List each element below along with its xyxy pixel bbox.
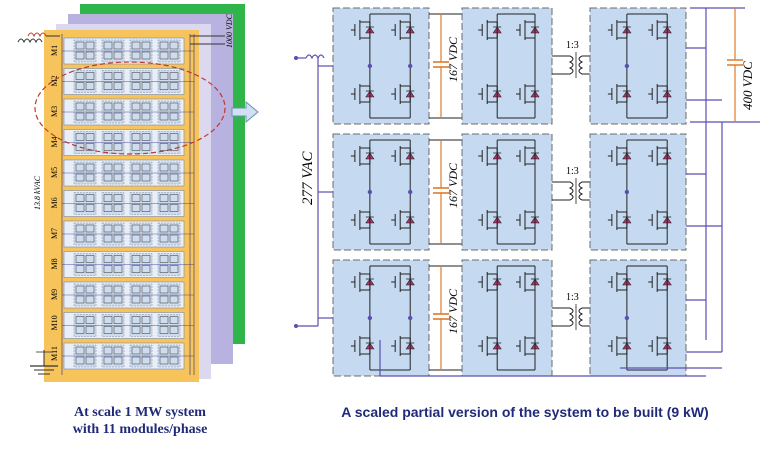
rectifier-bridge (332, 259, 430, 377)
module-label: M3 (50, 106, 59, 117)
dc-link-label: 167 VDC (446, 162, 460, 208)
module-row: M6 (50, 190, 194, 217)
module-row: M10 (50, 312, 194, 339)
dc-link-capacitor-icon (433, 140, 449, 244)
module-row: M1 (50, 37, 194, 65)
transformer-icon (568, 304, 584, 330)
module-row: M2 (50, 68, 194, 95)
secondary-bridge (589, 7, 687, 125)
module-label: M10 (50, 315, 59, 330)
module-label: M7 (50, 228, 59, 239)
output-voltage-label: 400 VDC (740, 61, 755, 110)
module-label: M5 (50, 167, 59, 178)
module-label: M8 (50, 258, 59, 269)
converter-row: 167 VDC 1:3 (318, 259, 722, 377)
module-label: M9 (50, 289, 59, 300)
ac-voltage-label: 13.8 kVAC (33, 175, 42, 210)
secondary-bridge (589, 133, 687, 251)
right-system-diagram: 167 VDC 1:3 167 VDC 1:3 167 VDC 1:3 (300, 7, 723, 377)
input-inductor-icon (17, 32, 60, 44)
rectifier-bridge (332, 133, 430, 251)
module-label: M4 (50, 136, 59, 147)
output-capacitor-icon (690, 7, 760, 123)
dc-voltage-label: 1000 VDC (225, 13, 234, 48)
dc-link-capacitor-icon (433, 14, 449, 118)
module-row: M8 (50, 251, 194, 278)
left-caption: At scale 1 MW system with 11 modules/pha… (40, 404, 240, 438)
input-voltage-label: 277 VAC (300, 151, 316, 205)
dc-link-capacitor-icon (433, 266, 449, 370)
transformer-ratio-label: 1:3 (566, 40, 579, 51)
input-inductor-right-icon (294, 54, 325, 328)
primary-bridge (461, 259, 553, 377)
left-caption-line1: At scale 1 MW system (74, 405, 206, 420)
transformer-ratio-label: 1:3 (566, 166, 579, 177)
module-label: M6 (50, 197, 59, 208)
module-row: M11 (50, 342, 194, 370)
transformer-icon (568, 52, 584, 78)
converter-row: 167 VDC 1:3 (318, 7, 722, 125)
module-row: M5 (50, 159, 194, 187)
ground-icon (30, 350, 58, 375)
module-label: M1 (50, 45, 59, 56)
transformer-ratio-label: 1:3 (566, 292, 579, 303)
module-label: M2 (50, 75, 59, 86)
module-label: M11 (50, 346, 59, 361)
secondary-bridge (589, 259, 687, 377)
right-caption: A scaled partial version of the system t… (341, 404, 709, 420)
rectifier-bridge (332, 7, 430, 125)
module-row: M4 (50, 129, 194, 156)
primary-bridge (461, 133, 553, 251)
highlight-ellipse (34, 61, 226, 155)
left-caption-line2: with 11 modules/phase (72, 422, 208, 437)
module-row: M3 (50, 98, 194, 126)
right-arrow-icon (231, 100, 259, 124)
dc-link-label: 167 VDC (446, 288, 460, 334)
converter-row: 167 VDC 1:3 (318, 133, 722, 251)
module-row: M9 (50, 281, 194, 309)
primary-bridge (461, 7, 553, 125)
dc-link-label: 167 VDC (446, 36, 460, 82)
transformer-icon (568, 178, 584, 204)
module-row: M7 (50, 220, 194, 248)
